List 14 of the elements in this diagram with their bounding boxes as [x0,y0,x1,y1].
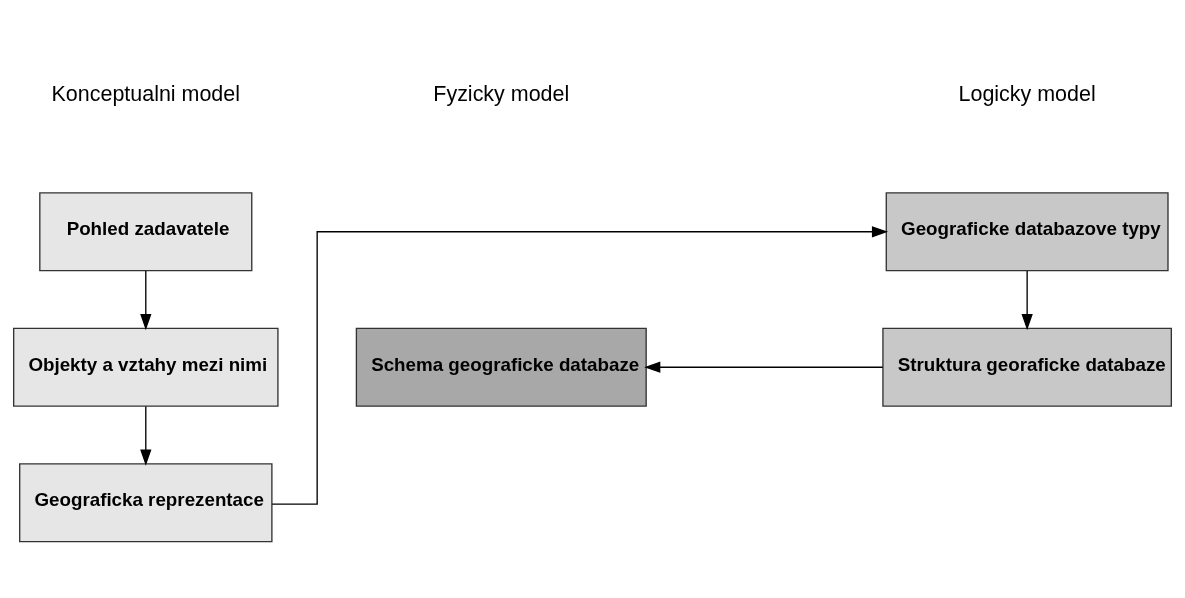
node-box: Pohled zadavatele [39,191,253,271]
label: Logicky model [958,81,1096,106]
arrow [140,269,152,330]
arrow [644,361,884,373]
label: Fyzicky model [433,81,570,106]
node-box: Struktura georaficke databaze [882,327,1172,407]
arrow [271,225,889,505]
node-box: Geograficke databazove typy [885,191,1169,271]
arrow [140,405,152,466]
node-box: Objekty a vztahy mezi nimi [13,327,279,407]
node-box: Schema geograficke databaze [355,327,647,407]
label: Konceptualni model [51,81,241,106]
arrow [1021,269,1033,330]
node-box: Geograficka reprezentace [19,462,273,542]
